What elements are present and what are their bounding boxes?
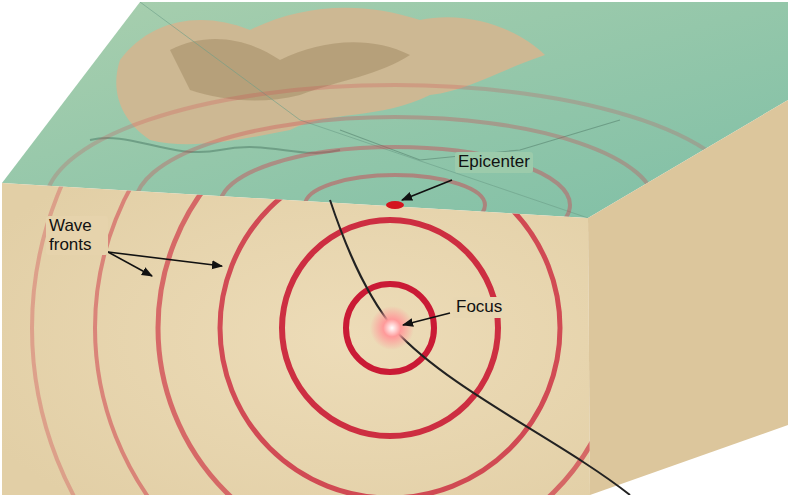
fault-plane <box>330 200 630 495</box>
crust-cross-section <box>2 183 590 495</box>
leader-arrow <box>108 252 222 266</box>
leader-arrow <box>402 180 452 200</box>
callout-label: Wave fronts <box>46 216 108 255</box>
focus-burst <box>370 306 414 350</box>
art-part <box>95 33 685 495</box>
art-part <box>346 284 434 372</box>
callout-label: Focus <box>453 297 505 318</box>
surface-line <box>140 2 588 218</box>
leader-arrow <box>403 313 450 325</box>
art-part <box>158 96 622 495</box>
art-part <box>220 158 560 495</box>
art-part <box>282 220 498 436</box>
epicenter-dot <box>386 201 404 209</box>
leader-arrow <box>108 252 152 276</box>
crust-side <box>588 100 788 495</box>
art-part <box>32 0 748 495</box>
wave-fronts <box>32 0 748 495</box>
callout-label: Epicenter <box>455 152 533 173</box>
